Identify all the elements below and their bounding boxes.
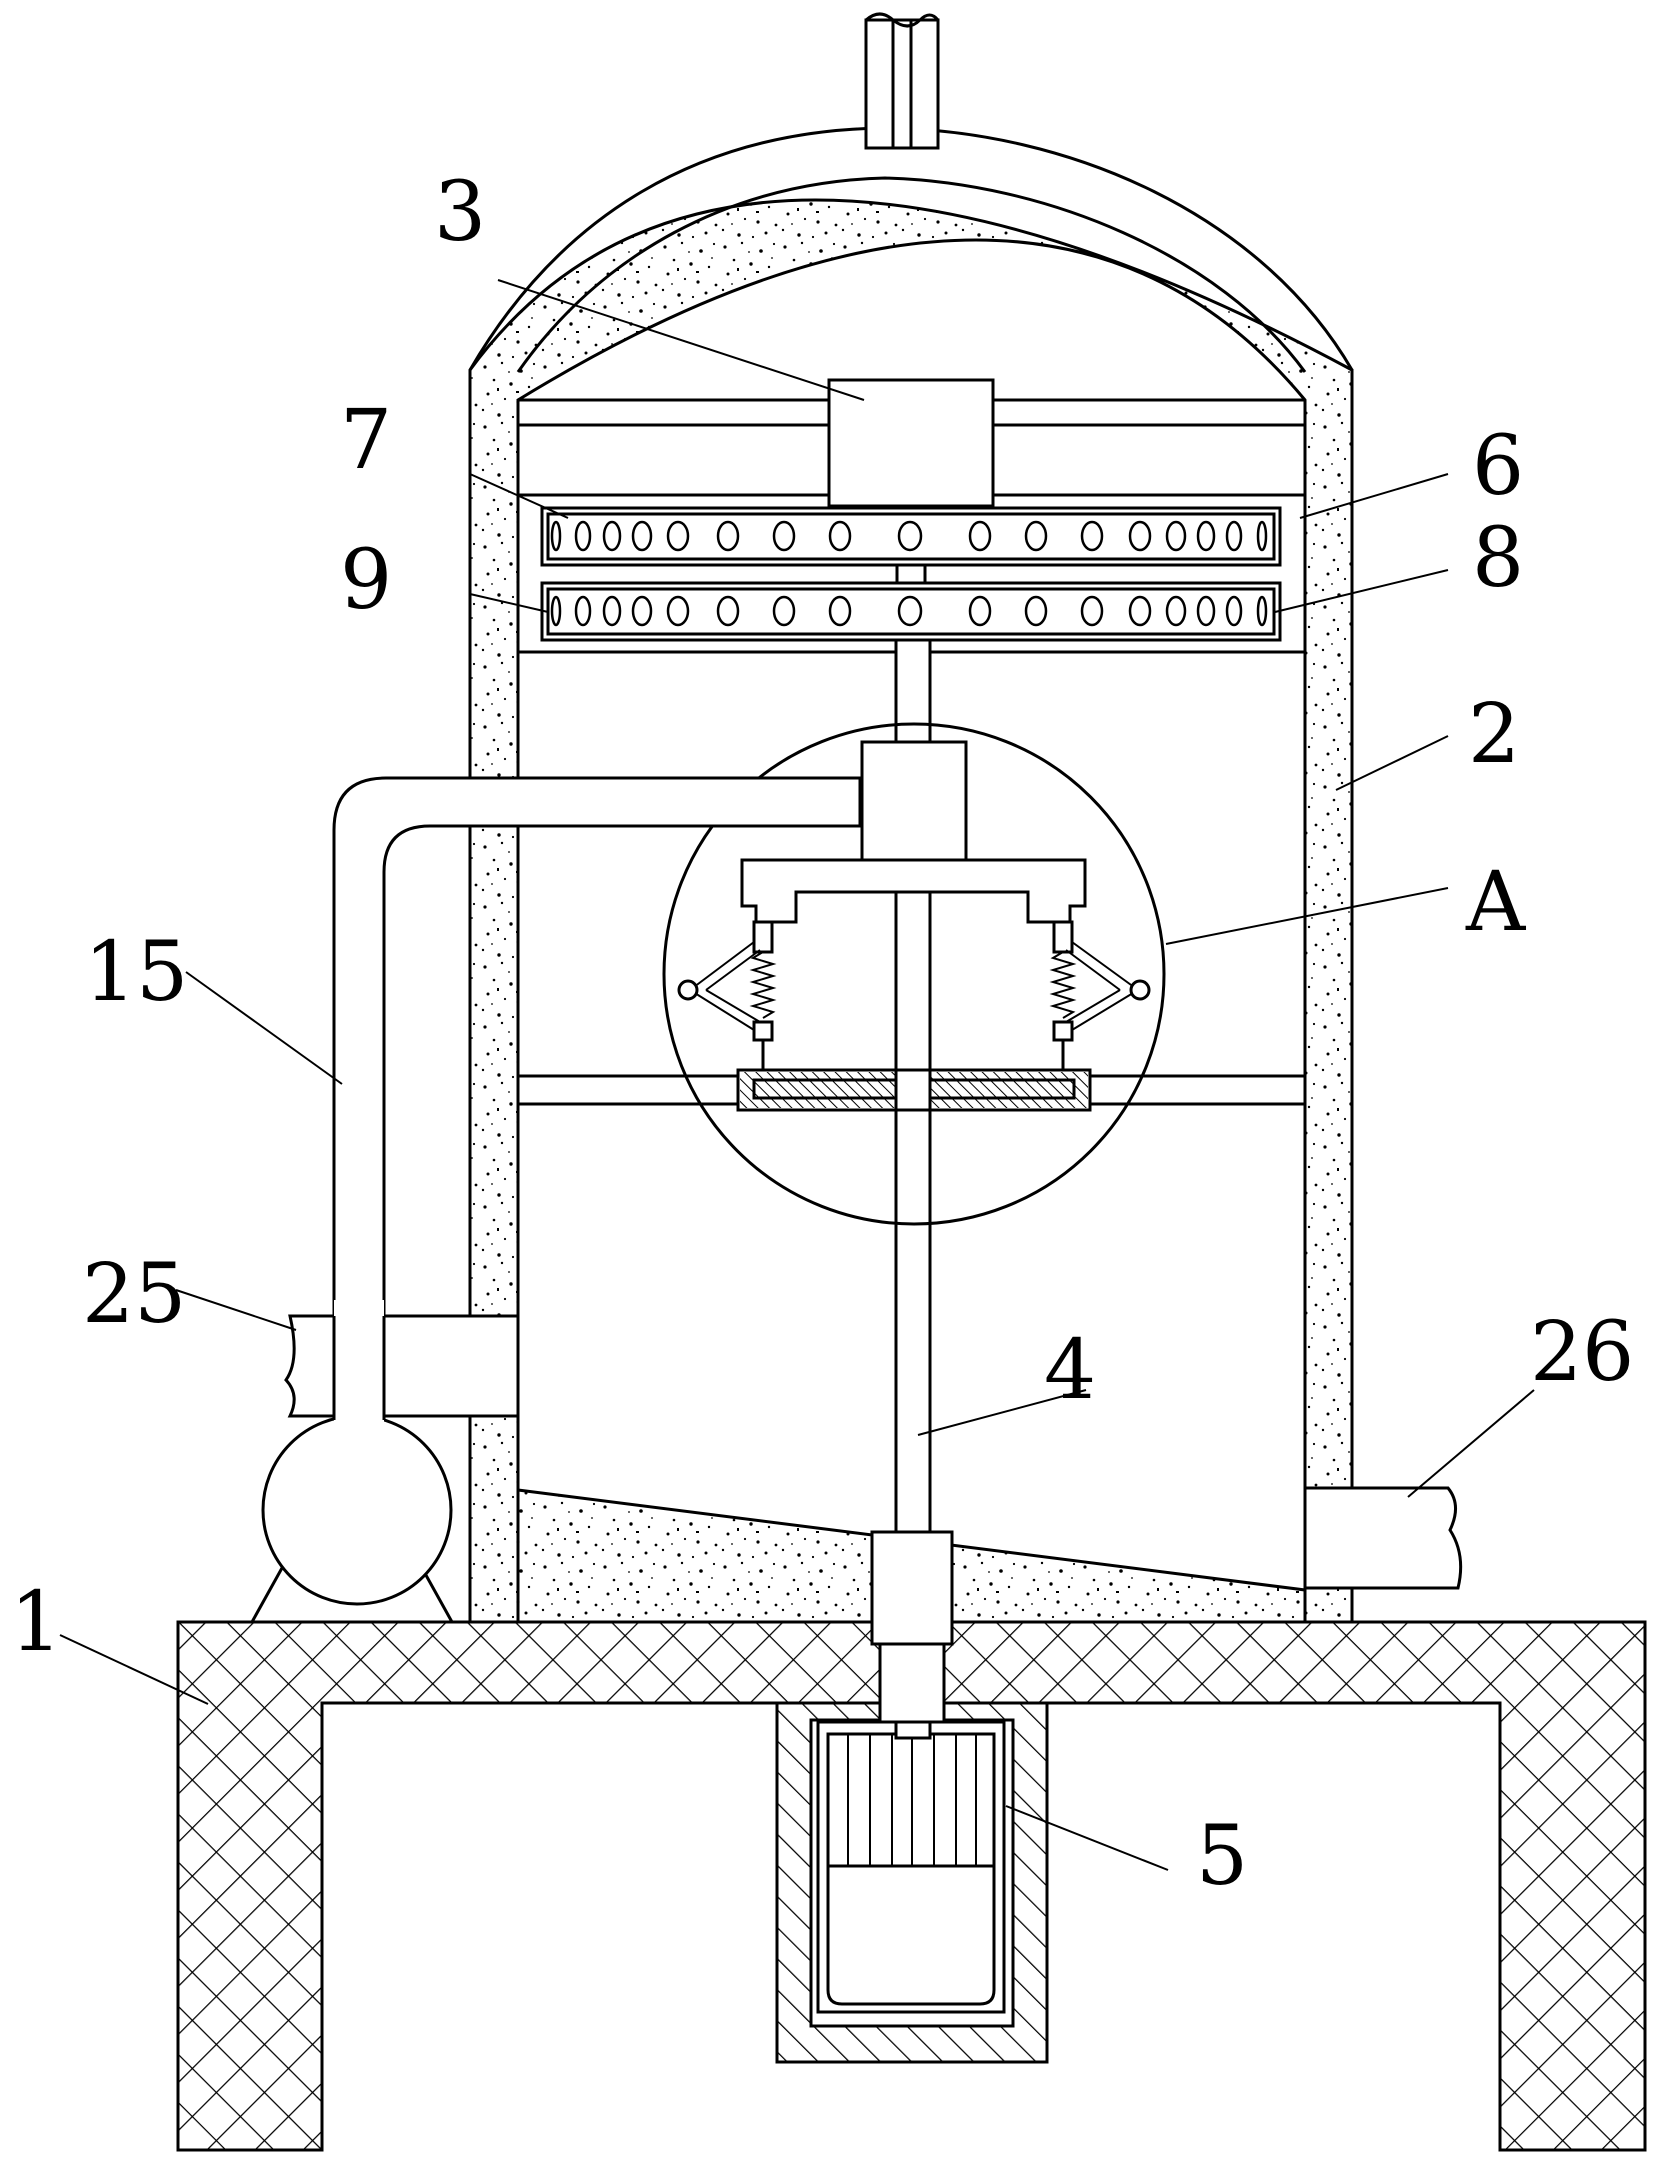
label-3: 3 [434,165,486,260]
label-1: 1 [10,1575,62,1670]
sieve-holes-lower [550,595,1268,627]
sieve-lower-hole [1128,595,1152,627]
sieve-upper-hole [1080,520,1104,552]
label-9: 9 [340,533,392,628]
sieve-upper-hole [1128,520,1152,552]
spring-assembly-left [677,920,777,1076]
sieve-upper-hole [1225,520,1243,552]
sieve-lower-hole [574,595,592,627]
sieve-lower-hole [631,595,653,627]
sieve-holes-upper [550,520,1268,552]
sieve-upper-hole [772,520,796,552]
sieve-lower-hole [968,595,992,627]
label-6: 6 [1472,419,1524,514]
label-2: 2 [1468,687,1520,782]
top-inlet-pipe [864,12,940,150]
sieve-lower-hole [1080,595,1104,627]
detail-circle-a [662,722,1166,1226]
leader-lines [59,279,1535,1871]
pump [250,1400,454,1623]
tank-inner-dome [516,176,1307,373]
label-5: 5 [1196,1809,1248,1904]
sieve-upper-hole [1256,520,1268,552]
spring-assembly-right [1049,920,1151,1076]
label-7: 7 [340,393,392,488]
label-15: 15 [84,925,188,1020]
sieve-lower-hole [550,595,562,627]
sieve-lower-hole [897,595,923,627]
sieve-upper-hole [550,520,562,552]
sieve-lower-hole [828,595,852,627]
base-stand [176,1620,1647,2152]
sieve-lower-hole [1165,595,1187,627]
sieve-upper-hole [666,520,690,552]
callout-labels: 3 7 6 9 8 2 A 15 25 4 26 1 5 [10,165,1634,1904]
label-26: 26 [1530,1305,1634,1400]
hub-bracket [740,740,1087,924]
sieve-upper-hole [828,520,852,552]
sieve-upper-hole [1196,520,1216,552]
sieve-lower-hole [716,595,740,627]
label-A: A [1465,855,1527,950]
sieve-lower-hole [666,595,690,627]
sieve-upper-hole [574,520,592,552]
sieve-plate-lower [540,581,1282,642]
outlet-pipe-26 [1303,1486,1463,1590]
label-25: 25 [82,1247,186,1342]
label-4: 4 [1044,1323,1096,1418]
sieve-upper-hole [897,520,923,552]
sieve-lower-hole [1196,595,1216,627]
sieve-upper-hole [968,520,992,552]
sieve-upper-hole [1024,520,1048,552]
motor [816,1720,1006,2014]
sieve-plate-upper [540,506,1282,567]
pipe-15 [332,776,862,1460]
sieve-upper-hole [716,520,740,552]
sieve-upper-hole [602,520,622,552]
sieve-lower-hole [602,595,622,627]
sieve-lower-hole [1024,595,1048,627]
label-8: 8 [1472,511,1524,606]
sieve-lower-hole [1225,595,1243,627]
sieve-lower-hole [772,595,796,627]
sieve-lower-hole [1256,595,1268,627]
drive-unit-3 [827,378,995,508]
sieve-upper-hole [631,520,653,552]
sieve-upper-hole [1165,520,1187,552]
